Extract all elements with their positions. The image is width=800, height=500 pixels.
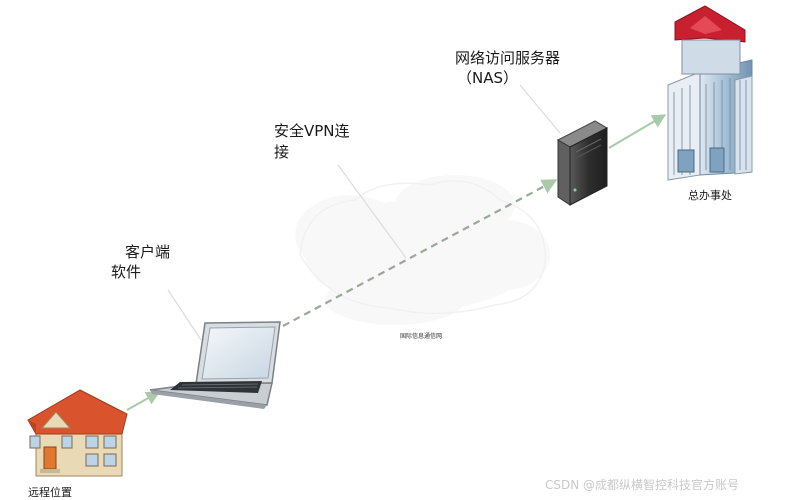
vpn-tunnel-line: [282, 179, 558, 327]
callout-line-client: [167, 289, 202, 341]
internet-cloud-label: 国际信息通信网: [400, 333, 443, 340]
vpn-label-line-1: 安全VPN连: [274, 122, 350, 140]
server-to-office-arrow: [608, 114, 667, 149]
office-building-icon: [667, 5, 753, 181]
callout-line-vpn: [337, 164, 407, 259]
server-icon: [556, 120, 609, 206]
remote-location-label: 远程位置: [28, 486, 72, 499]
house-icon: [27, 389, 128, 477]
client-software-label-line-2: 软件: [111, 263, 142, 281]
callout-lines: [167, 84, 561, 341]
nas-subtitle-label: （NAS）: [457, 69, 519, 87]
callout-line-nas: [519, 84, 561, 134]
cloud-icon: [295, 175, 550, 325]
client-software-label-line-1: 客户端: [125, 243, 171, 261]
house-to-laptop-arrow: [126, 391, 161, 411]
laptop-icon: [149, 321, 281, 409]
nas-title-label: 网络访问服务器: [455, 49, 561, 67]
headquarters-label: 总办事处: [688, 189, 732, 202]
vpn-label-line-2: 接: [274, 143, 290, 161]
watermark: CSDN @成都纵横智控科技官方账号: [545, 478, 740, 492]
